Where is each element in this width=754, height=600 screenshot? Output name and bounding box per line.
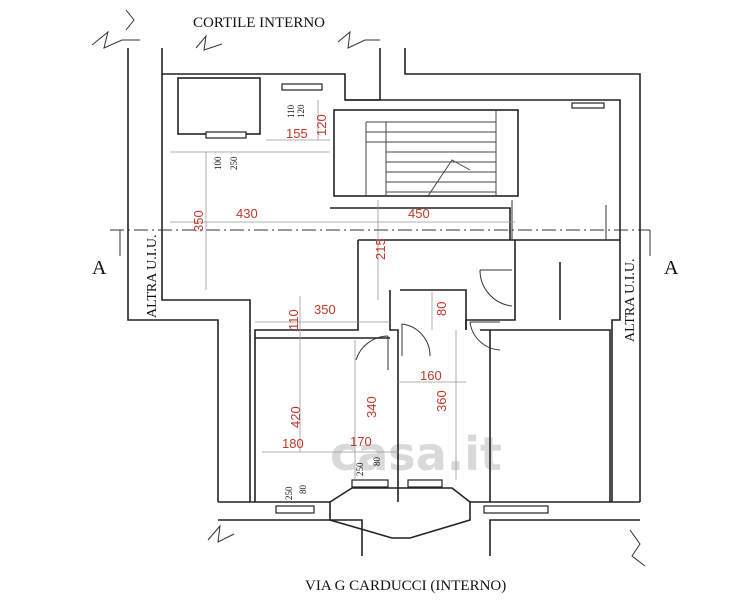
other-unit-right-label: ALTRA U.I.U. (623, 259, 638, 343)
wall-bottom-outer-right (489, 519, 640, 556)
partition-right (465, 240, 516, 330)
partition-corridor-top (330, 207, 511, 240)
dimension-lines (170, 100, 515, 480)
dim-80: 80 (434, 302, 449, 316)
break-line-top-right (337, 30, 380, 49)
dim-120: 120 (314, 114, 329, 136)
other-unit-left-label: ALTRA U.I.U. (145, 235, 160, 319)
room-top-left (177, 77, 261, 135)
dim-110: 110 (286, 309, 301, 330)
window-label-bottom-b-80: 80 (298, 485, 308, 495)
wall-top (162, 48, 381, 101)
wall-right-inner (345, 99, 621, 502)
dim-420: 420 (288, 406, 303, 428)
window-label-bottom-b-250: 250 (284, 486, 294, 500)
window-label-bottom-a-80: 80 (372, 457, 382, 467)
partition-wc (400, 289, 467, 330)
section-a-right: A (664, 257, 679, 279)
dim-180: 180 (282, 436, 304, 451)
entrance-bay (329, 487, 471, 539)
break-line-bottom-right (629, 529, 646, 567)
stair-treads (365, 110, 497, 197)
dim-360: 360 (434, 390, 449, 412)
windows (205, 83, 605, 514)
dim-215: 215 (373, 238, 388, 260)
dim-430: 430 (236, 206, 258, 221)
break-line-top-corner (125, 9, 135, 31)
dim-350-horizontal: 350 (314, 302, 336, 317)
section-line (110, 229, 651, 256)
window-label-250: 250 (229, 156, 239, 170)
break-line-bottom-left (207, 524, 235, 543)
outer-wall-left (127, 48, 219, 502)
dim-170: 170 (350, 434, 372, 449)
doors (355, 200, 607, 370)
dim-350-vertical: 350 (191, 210, 206, 232)
window-label-120: 120 (296, 104, 306, 118)
window-label-bottom-a-250: 250 (355, 462, 365, 476)
section-a-left: A (92, 257, 107, 279)
partition-left-room (254, 240, 359, 502)
courtyard-label: CORTILE INTERNO (193, 15, 325, 31)
dim-450: 450 (408, 206, 430, 221)
dim-160: 160 (420, 368, 442, 383)
break-line-top-left (91, 30, 140, 49)
window-label-110: 110 (286, 104, 296, 118)
wall-bottom-outer-left (218, 519, 363, 556)
partition-bath (389, 290, 399, 502)
dim-155: 155 (286, 126, 308, 141)
inner-wall-left (161, 48, 251, 502)
wall-top-right (404, 48, 641, 502)
dim-340: 340 (364, 396, 379, 418)
watermark-text: casa.it (330, 427, 502, 481)
break-line-top-mid (195, 34, 223, 51)
room-right (480, 329, 611, 502)
street-label: VIA G CARDUCCI (INTERNO) (305, 578, 506, 594)
window-label-100: 100 (213, 156, 223, 170)
stair-enclosure (333, 109, 519, 197)
